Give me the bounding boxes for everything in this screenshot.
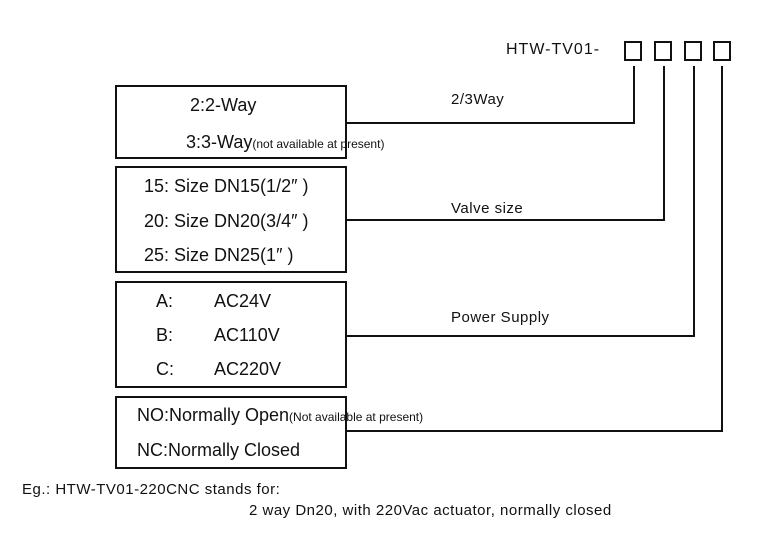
option-3way-label: 3:3-Way [186, 132, 253, 152]
option-no-note: (Not available at present) [289, 410, 424, 424]
code-slot-2 [654, 41, 672, 61]
option-no-label: NO:Normally Open [137, 405, 290, 425]
connector-label-power: Power Supply [451, 309, 550, 326]
option-box-way [115, 85, 347, 159]
option-normally-open: NO:Normally Open(Not available at presen… [137, 405, 423, 426]
connector-line-way [346, 66, 635, 124]
connector-line-normal [346, 66, 723, 432]
code-slot-1 [624, 41, 642, 61]
option-ac220v-code: C: [156, 359, 174, 379]
option-2way-label: 2:2-Way [190, 95, 257, 115]
option-ac24v: A: AC24V [156, 291, 271, 312]
example-line-1: Eg.: HTW-TV01-220CNC stands for: [22, 481, 281, 498]
option-dn25: 25: Size DN25(1″ ) [144, 245, 294, 265]
code-slot-4 [713, 41, 731, 61]
option-box-normal-state [115, 396, 347, 469]
option-ac110v: B: AC110V [156, 325, 280, 346]
option-box-power [115, 281, 347, 388]
option-3way-note: (not available at present) [252, 137, 385, 151]
connector-line-size [346, 66, 665, 221]
example-line-2: 2 way Dn20, with 220Vac actuator, normal… [249, 502, 612, 519]
code-slot-3 [684, 41, 702, 61]
option-ac24v-code: A: [156, 291, 174, 311]
option-dn20: 20: Size DN20(3/4″ ) [144, 211, 309, 231]
connector-line-power [346, 66, 695, 337]
connector-label-size: Valve size [451, 200, 524, 217]
option-ac220v-value: AC220V [214, 359, 282, 379]
option-normally-closed: NC:Normally Closed [137, 440, 301, 460]
model-prefix: HTW-TV01- [506, 41, 601, 58]
option-3way: 3:3-Way(not available at present) [186, 132, 384, 153]
option-ac110v-code: B: [156, 325, 174, 345]
option-ac220v: C: AC220V [156, 359, 281, 380]
option-2way: 2:2-Way [190, 95, 256, 116]
option-box-size [115, 166, 347, 273]
option-ac24v-value: AC24V [214, 291, 272, 311]
option-ac110v-value: AC110V [214, 325, 280, 345]
connector-label-way: 2/3Way [451, 91, 505, 108]
option-dn15: 15: Size DN15(1/2″ ) [144, 176, 309, 196]
